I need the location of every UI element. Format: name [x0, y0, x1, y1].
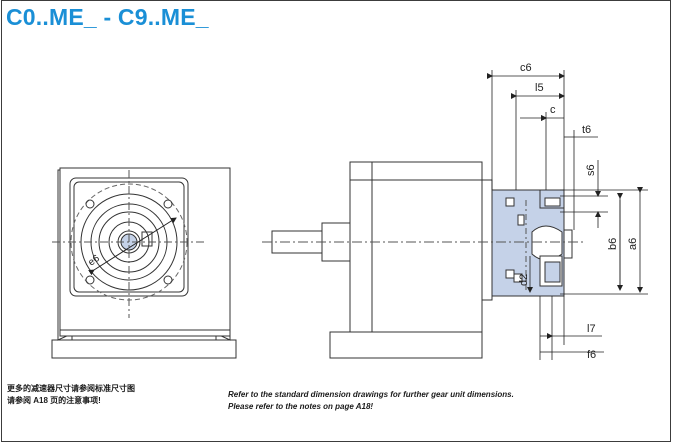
front-view	[51, 167, 237, 359]
note-en-line2: Please refer to the notes on page A18!	[228, 402, 374, 411]
dim-t6: t6	[582, 124, 591, 136]
note-en-line1: Refer to the standard dimension drawings…	[228, 390, 514, 399]
dimension-lines	[487, 70, 648, 360]
dim-a6: a6	[627, 238, 639, 250]
dim-c: c	[550, 104, 556, 116]
dim-l7: l7	[587, 323, 596, 335]
notes-chinese: 更多的减速器尺寸请参阅标准尺寸图 请参阅 A18 页的注意事项!	[7, 383, 135, 407]
dim-c6: c6	[520, 62, 532, 74]
dim-l5: l5	[535, 82, 544, 94]
dim-d2: d2	[518, 274, 530, 286]
note-cn-line2: 请参阅 A18 页的注意事项!	[7, 396, 101, 405]
note-cn-line1: 更多的减速器尺寸请参阅标准尺寸图	[7, 384, 135, 393]
page-title: C0..ME_ - C9..ME_	[6, 4, 209, 30]
dim-s6: s6	[585, 164, 597, 176]
side-view	[262, 161, 586, 359]
dim-f6: f6	[587, 349, 596, 361]
dim-b6: b6	[607, 238, 619, 250]
notes-english: Refer to the standard dimension drawings…	[228, 389, 514, 413]
